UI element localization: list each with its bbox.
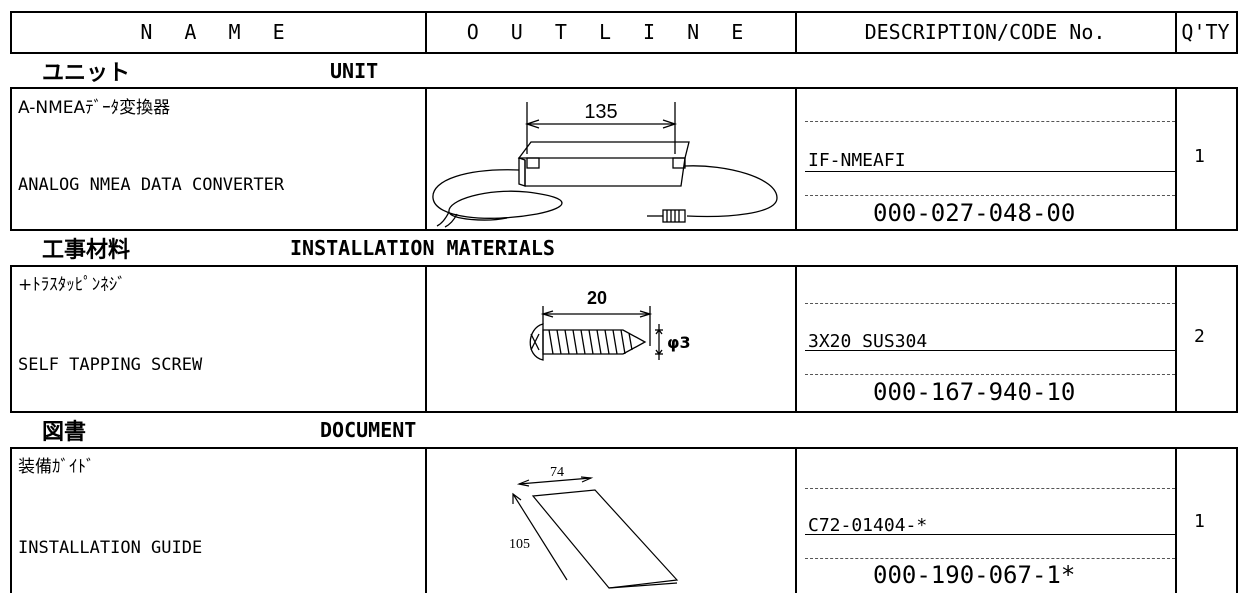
item-name-jp: 装備ｶﾞｲﾄﾞ [18,457,95,477]
section-title-en: DOCUMENT [320,418,417,442]
item-qty: 1 [1194,146,1205,167]
header-divider [10,11,12,54]
section-header-unit: ユニット UNIT [10,54,1238,88]
row-border [10,447,1238,449]
dimension-label: 74 [550,465,564,480]
row-border [10,265,1238,267]
row-divider [1236,447,1238,593]
row-divider [1175,265,1177,413]
description-dashed-line [805,303,1175,304]
row-divider [1236,265,1238,413]
row-divider [10,265,12,413]
section-title-en: INSTALLATION MATERIALS [290,236,555,260]
header-qty: Q'TY [1181,20,1230,44]
description-underline [805,171,1175,172]
item-description: 3X20 SUS304 [808,331,928,352]
item-code: 000-167-940-10 [873,378,1076,406]
dimension-label: 105 [509,537,530,552]
item-name-en: INSTALLATION GUIDE [18,538,203,558]
item-name-jp: +ﾄﾗｽﾀｯﾋﾟﾝﾈｼﾞ [18,275,126,295]
item-description: C72-01404-* [808,515,928,536]
code-dashed-line [805,195,1175,196]
row-divider [10,87,12,231]
header-divider [1175,11,1177,54]
dimension-label: 135 [584,101,617,123]
description-underline [805,350,1175,351]
header-divider [795,11,797,54]
row-divider [10,447,12,593]
section-header-document: 図書 DOCUMENT [10,413,1238,447]
row-divider [1236,87,1238,231]
header-divider [1236,11,1238,54]
table-top-border [10,11,1238,13]
header-name: N A M E [140,20,295,44]
item-qty: 1 [1194,511,1205,532]
section-title-jp: ユニット [42,61,131,86]
item-description: IF-NMEAFI [808,150,906,171]
header-bottom-border [10,52,1238,54]
item-name-en: SELF TAPPING SCREW [18,355,203,375]
description-underline [805,534,1175,535]
screw-outline-drawing: 20 φ3 [529,288,691,361]
section-title-jp: 図書 [42,420,87,445]
row-border [10,229,1238,231]
converter-outline-drawing: 135 [432,101,778,228]
header-divider [425,11,427,54]
header-outline: O U T L I N E [466,20,754,44]
row-divider [425,447,427,593]
row-divider [795,447,797,593]
section-title-jp: 工事材料 [42,238,131,263]
item-name-en: ANALOG NMEA DATA CONVERTER [18,175,285,195]
section-title-en: UNIT [330,59,379,83]
row-divider [795,87,797,231]
item-name-jp: A-NMEAﾃﾞｰﾀ変換器 [18,98,171,118]
code-dashed-line [805,374,1175,375]
row-border [10,411,1238,413]
dimension-label: 20 [587,288,607,308]
section-header-materials: 工事材料 INSTALLATION MATERIALS [10,231,1238,265]
row-divider [1175,87,1177,231]
row-divider [425,87,427,231]
header-description: DESCRIPTION/CODE No. [864,20,1106,44]
diameter-label: φ3 [667,333,691,352]
item-code: 000-027-048-00 [873,199,1076,227]
code-dashed-line [805,558,1175,559]
item-qty: 2 [1194,326,1205,347]
description-dashed-line [805,488,1175,489]
row-divider [425,265,427,413]
row-divider [1175,447,1177,593]
item-code: 000-190-067-1* [873,561,1076,589]
description-dashed-line [805,121,1175,122]
document-outline-drawing: 74 105 [509,465,679,589]
row-divider [795,265,797,413]
row-border [10,87,1238,89]
